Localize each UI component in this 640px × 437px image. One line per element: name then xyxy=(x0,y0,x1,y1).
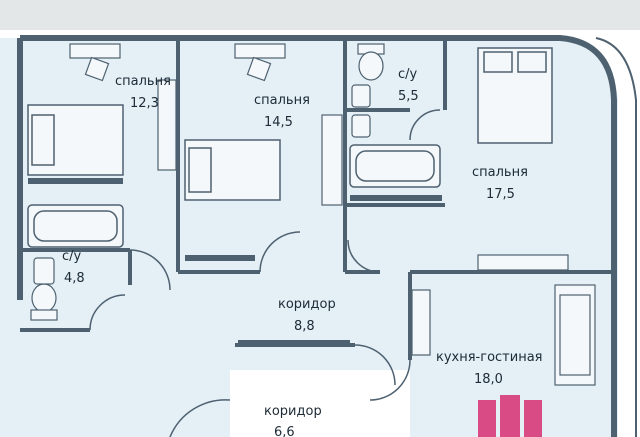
room-name-bedroom3: спальня xyxy=(472,165,528,180)
room-area-bath1: 5,5 xyxy=(398,89,419,104)
bathtub-bath2 xyxy=(27,204,124,248)
room-name-bedroom2: спальня xyxy=(254,93,310,108)
room-name-kitchen: кухня-гостиная xyxy=(436,350,543,365)
room-name-bath1: с/у xyxy=(398,67,418,82)
room-name-corridor1: коридор xyxy=(278,297,336,312)
wardrobes xyxy=(157,79,569,356)
radiators xyxy=(28,178,442,345)
dining-chairs xyxy=(478,395,542,437)
floor-area xyxy=(0,38,618,437)
balcony-edge xyxy=(595,37,637,437)
room-area-bedroom2: 14,5 xyxy=(264,115,293,130)
room-name-corridor2: коридор xyxy=(264,404,322,419)
room-name-bedroom1: спальня xyxy=(115,74,171,89)
room-area-kitchen: 18,0 xyxy=(474,372,503,387)
room-area-bedroom1: 12,3 xyxy=(130,96,159,111)
exterior-top xyxy=(0,0,640,30)
bathtub-bath1 xyxy=(349,144,441,188)
bed-bedroom2 xyxy=(184,139,281,201)
bed-bedroom1 xyxy=(27,104,124,176)
toilet-bath1 xyxy=(357,43,385,81)
interior-walls xyxy=(20,38,614,360)
door-swings xyxy=(89,109,441,437)
exterior-walls xyxy=(17,35,617,437)
room-area-bedroom3: 17,5 xyxy=(486,187,515,202)
sink-bath2 xyxy=(33,257,55,285)
room-area-bath2: 4,8 xyxy=(64,271,85,286)
room-area-corridor1: 8,8 xyxy=(294,319,315,334)
desk-bedroom2 xyxy=(234,43,286,82)
bed-bedroom3 xyxy=(477,47,553,144)
sofa-kitchen xyxy=(554,284,596,386)
room-name-bath2: с/у xyxy=(62,249,82,264)
sinks-bath1 xyxy=(351,84,371,138)
room-area-corridor2: 6,6 xyxy=(274,425,295,437)
desk-bedroom1 xyxy=(69,43,121,82)
toilet-bath2 xyxy=(30,283,58,321)
